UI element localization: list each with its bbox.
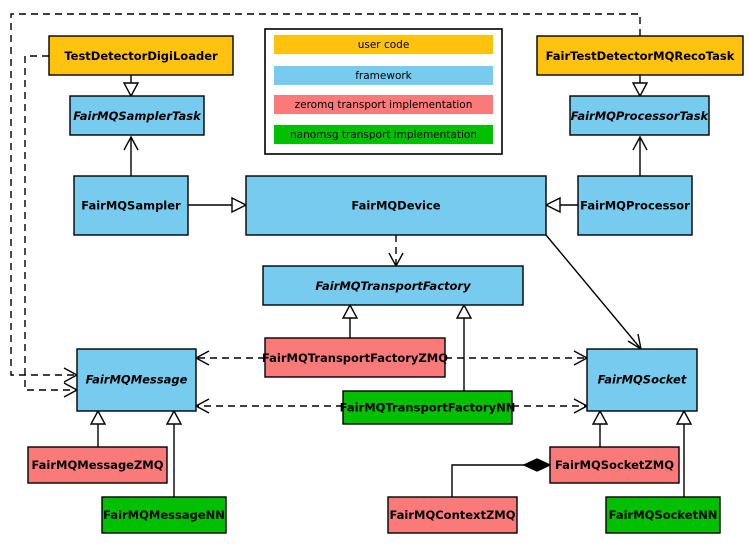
edge-messagezmq-message: [89, 409, 107, 447]
class-node-FairMQProcessor[interactable]: FairMQProcessor: [577, 175, 693, 236]
legend-label-nanomsg: nanomsg transport implementation: [290, 129, 477, 141]
class-label-FairMQSocketZMQ: FairMQSocketZMQ: [555, 458, 674, 472]
class-node-TestDetectorDigiLoader[interactable]: TestDetectorDigiLoader: [48, 35, 234, 76]
class-box-layer: TestDetectorDigiLoader FairMQSamplerTask…: [27, 35, 744, 534]
class-node-FairMQSocketZMQ[interactable]: FairMQSocketZMQ: [549, 446, 680, 484]
edge-contextzmq-socketzmq: [451, 458, 552, 497]
edge-tfzmq-transportfactory: [341, 303, 359, 338]
class-node-FairMQMessageNN[interactable]: FairMQMessageNN: [101, 496, 227, 534]
class-label-FairMQSampler: FairMQSampler: [81, 199, 181, 213]
class-rect-FairMQSocket[interactable]: [586, 348, 698, 412]
class-label-TestDetectorDigiLoader: TestDetectorDigiLoader: [64, 49, 218, 63]
edge-recotask-processortask: [631, 75, 649, 98]
class-label-FairMQMessage: FairMQMessage: [86, 373, 188, 387]
class-label-FairMQMessageZMQ: FairMQMessageZMQ: [31, 458, 163, 472]
class-rect-FairMQTransportFactoryZMQ[interactable]: [264, 337, 446, 378]
legend-item-framework: framework: [274, 66, 493, 85]
edge-socketzmq-socket: [591, 409, 609, 447]
class-rect-FairMQMessageNN[interactable]: [101, 496, 227, 534]
class-node-FairMQProcessorTask[interactable]: FairMQProcessorTask: [569, 95, 710, 136]
class-label-FairMQContextZMQ: FairMQContextZMQ: [389, 508, 515, 522]
legend-item-user-code: user code: [274, 35, 493, 54]
class-node-FairMQTransportFactoryNN[interactable]: FairMQTransportFactoryNN: [340, 390, 516, 425]
class-node-FairMQMessage[interactable]: FairMQMessage: [76, 348, 197, 412]
class-node-FairMQContextZMQ[interactable]: FairMQContextZMQ: [387, 496, 518, 534]
edge-messagenn-message: [165, 409, 183, 497]
class-label-FairMQTransportFactoryNN: FairMQTransportFactoryNN: [340, 401, 516, 415]
class-label-FairMQDevice: FairMQDevice: [351, 199, 440, 213]
class-label-FairMQSocket: FairMQSocket: [598, 373, 687, 387]
class-label-FairMQTransportFactory: FairMQTransportFactory: [315, 279, 471, 293]
class-rect-FairMQContextZMQ[interactable]: [387, 496, 518, 534]
class-node-FairTestDetectorMQRecoTask[interactable]: FairTestDetectorMQRecoTask: [536, 35, 744, 76]
class-label-FairMQSamplerTask: FairMQSamplerTask: [73, 109, 202, 123]
legend-label-zeromq: zeromq transport implementation: [295, 99, 473, 111]
class-rect-FairMQTransportFactory[interactable]: [262, 265, 524, 306]
class-rect-FairMQProcessorTask[interactable]: [569, 95, 710, 136]
class-node-FairMQTransportFactory[interactable]: FairMQTransportFactory: [262, 265, 524, 306]
legend-swatch-user-code: [274, 35, 493, 54]
class-rect-FairMQTransportFactoryNN[interactable]: [342, 390, 513, 425]
class-label-FairMQProcessor: FairMQProcessor: [580, 199, 690, 213]
class-rect-FairMQSocketNN[interactable]: [605, 496, 721, 534]
class-label-FairMQSocketNN: FairMQSocketNN: [609, 508, 718, 522]
legend-swatch-zeromq: [274, 95, 493, 114]
legend-item-nanomsg: nanomsg transport implementation: [274, 125, 493, 144]
edge-tfnn-transportfactory: [455, 303, 473, 391]
edge-sampler-device: [188, 196, 248, 214]
class-rect-FairMQDevice[interactable]: [245, 175, 547, 236]
class-rect-FairTestDetectorMQRecoTask[interactable]: [536, 35, 744, 76]
class-node-FairMQMessageZMQ[interactable]: FairMQMessageZMQ: [27, 446, 168, 484]
class-node-FairMQTransportFactoryZMQ[interactable]: FairMQTransportFactoryZMQ: [262, 337, 448, 378]
class-rect-FairMQSocketZMQ[interactable]: [549, 446, 680, 484]
class-label-FairMQTransportFactoryZMQ: FairMQTransportFactoryZMQ: [262, 351, 448, 365]
legend-item-zeromq: zeromq transport implementation: [274, 95, 493, 114]
class-node-FairMQSocket[interactable]: FairMQSocket: [586, 348, 698, 412]
legend-label-framework: framework: [355, 70, 412, 82]
legend-swatch-framework: [274, 66, 493, 85]
class-rect-FairMQSamplerTask[interactable]: [69, 95, 205, 136]
legend-label-user-code: user code: [358, 39, 410, 51]
class-rect-TestDetectorDigiLoader[interactable]: [48, 35, 234, 76]
class-node-FairMQDevice[interactable]: FairMQDevice: [245, 175, 547, 236]
edge-processor-processortask: [632, 135, 648, 176]
class-node-FairMQSampler[interactable]: FairMQSampler: [73, 175, 189, 236]
edge-processor-device: [544, 196, 578, 214]
class-node-FairMQSocketNN[interactable]: FairMQSocketNN: [605, 496, 721, 534]
legend: user code framework zeromq transport imp…: [264, 28, 503, 155]
class-node-FairMQSamplerTask[interactable]: FairMQSamplerTask: [69, 95, 205, 136]
class-rect-FairMQMessage[interactable]: [76, 348, 197, 412]
edge-layer: [10, 13, 693, 497]
class-rect-FairMQMessageZMQ[interactable]: [27, 446, 168, 484]
edge-socketnn-socket: [675, 409, 693, 497]
class-label-FairMQMessageNN: FairMQMessageNN: [103, 508, 225, 522]
class-label-FairMQProcessorTask: FairMQProcessorTask: [571, 109, 710, 123]
legend-swatch-nanomsg: [274, 125, 493, 144]
edge-sampler-samplertask: [123, 135, 139, 176]
edge-digiloader-samplertask: [122, 75, 140, 98]
class-rect-FairMQSampler[interactable]: [73, 175, 189, 236]
class-rect-FairMQProcessor[interactable]: [577, 175, 693, 236]
class-label-FairTestDetectorMQRecoTask: FairTestDetectorMQRecoTask: [546, 49, 735, 63]
